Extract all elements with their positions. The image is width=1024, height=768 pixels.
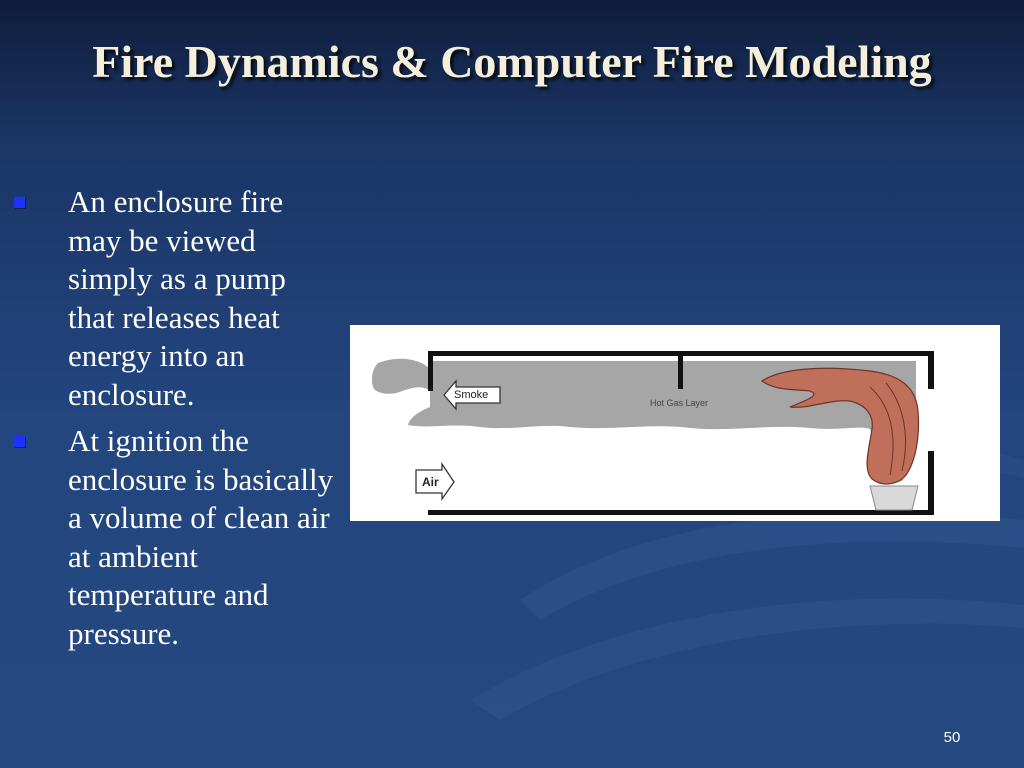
right-wall-upper (928, 351, 934, 389)
bullet-text: At ignition the enclosure is basically a… (68, 423, 334, 651)
air-label: Air (422, 475, 439, 489)
floor-wall (428, 510, 934, 515)
left-wall-upper (428, 351, 433, 391)
square-bullet-icon (14, 197, 25, 208)
hot-gas-layer-label: Hot Gas Layer (650, 398, 708, 408)
burner-icon (869, 485, 919, 511)
hot-gas-layer-shape (371, 358, 917, 485)
bullet-text: An enclosure fire may be viewed simply a… (68, 184, 286, 412)
bullet-item: An enclosure fire may be viewed simply a… (10, 183, 335, 414)
right-wall-lower (928, 451, 934, 515)
enclosure-fire-diagram: Smoke Hot Gas Layer Air (350, 325, 1000, 521)
slide-title: Fire Dynamics & Computer Fire Modeling (92, 36, 932, 87)
smoke-arrow-icon (443, 379, 501, 411)
bullet-item: At ignition the enclosure is basically a… (10, 422, 335, 653)
air-arrow-icon (415, 461, 455, 502)
square-bullet-icon (14, 436, 25, 447)
center-baffle (678, 353, 683, 389)
smoke-label: Smoke (454, 389, 488, 401)
page-number: 50 (943, 729, 961, 746)
bullet-list: An enclosure fire may be viewed simply a… (10, 183, 335, 661)
